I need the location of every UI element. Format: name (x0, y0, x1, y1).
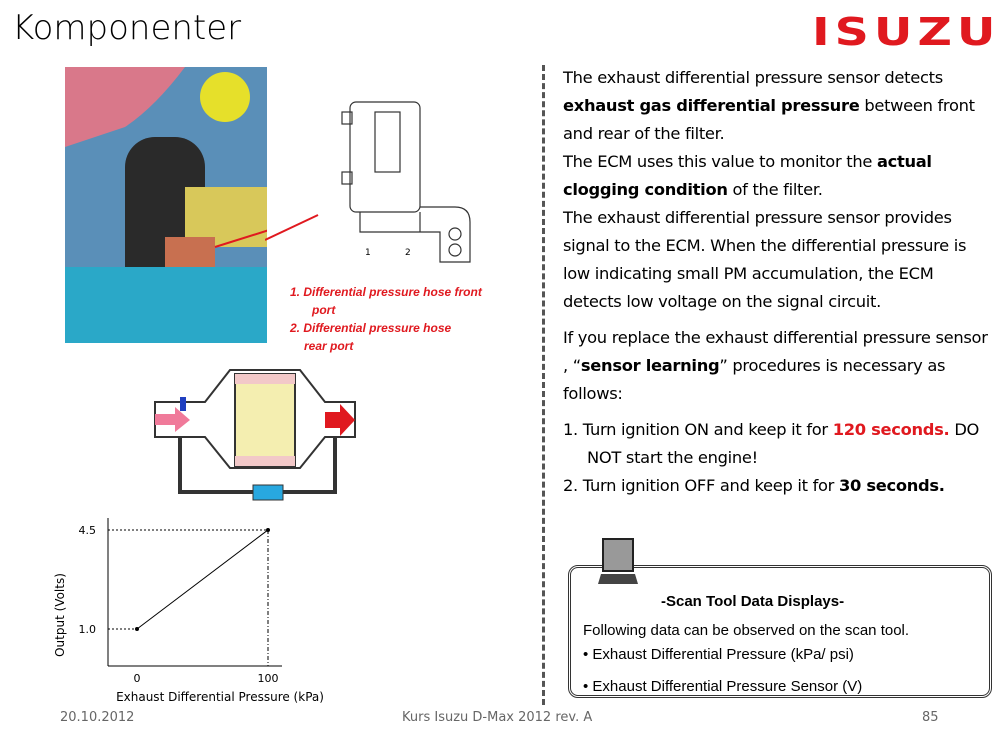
para-learning: If you replace the exhaust differential … (563, 328, 988, 403)
legend-rear-port: 2. Differential pressure hose (290, 321, 452, 335)
divider (542, 65, 545, 705)
y-tick-label: 1.0 (79, 623, 97, 636)
scan-item: • Exhaust Differential Pressure Sensor (… (583, 678, 863, 695)
pointer-line (265, 214, 319, 241)
page-number: 85 (922, 710, 939, 725)
para-ecm: The ECM uses this value to monitor the a… (563, 152, 932, 199)
para-detects: The exhaust differential pressure sensor… (563, 68, 975, 143)
scan-item: • Exhaust Differential Pressure (kPa/ ps… (583, 646, 854, 663)
dpf-diagram (154, 369, 356, 501)
port-number-2: 2 (405, 248, 411, 258)
footer-date: 20.10.2012 (60, 710, 135, 725)
isuzu-logo: ISUZU (812, 10, 1000, 54)
port-number-1: 1 (365, 248, 371, 258)
scan-title: -Scan Tool Data Displays- (661, 593, 845, 610)
laptop-icon (598, 538, 638, 584)
legend-front-port: 1. Differential pressure hose front (290, 285, 482, 299)
pressure-voltage-chart: Output (Volts) Exhaust Differential Pres… (53, 518, 324, 704)
y-axis-label: Output (Volts) (53, 573, 67, 657)
page-title: Komponenter (12, 8, 242, 48)
step-2: 2. Turn ignition OFF and keep it for 30 … (563, 476, 945, 495)
legend-front-port-cont: port (312, 303, 336, 317)
sensor-legend: 1. Differential pressure hose front port… (290, 283, 482, 355)
step-1: 1. Turn ignition ON and keep it for 120 … (563, 420, 980, 467)
scan-intro: Following data can be observed on the sc… (583, 622, 910, 639)
scan-tool-box: -Scan Tool Data Displays- Following data… (568, 565, 992, 698)
engine-photo (65, 67, 267, 343)
description-text: The exhaust differential pressure sensor… (563, 64, 988, 500)
x-axis-label: Exhaust Differential Pressure (kPa) (116, 690, 324, 704)
y-tick-label: 4.5 (79, 524, 97, 537)
para-signal: The exhaust differential pressure sensor… (563, 208, 967, 311)
sensor-drawing: 1 2 (341, 101, 471, 263)
x-tick-label: 100 (258, 672, 279, 685)
legend-rear-port-cont: rear port (304, 339, 354, 353)
chart-plot (108, 527, 270, 666)
x-tick-label: 0 (134, 672, 141, 685)
footer-course: Kurs Isuzu D-Max 2012 rev. A (402, 710, 593, 725)
series-line (136, 529, 269, 630)
